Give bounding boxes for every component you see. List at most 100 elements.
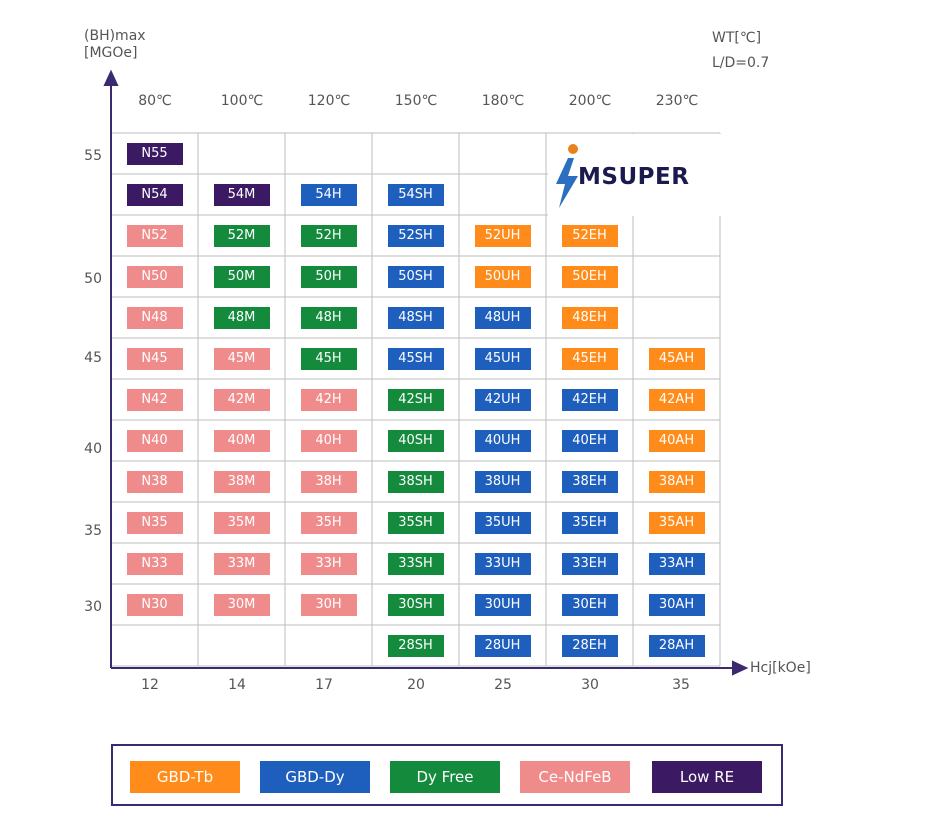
x-axis-label: Hcj[kOe] bbox=[750, 660, 811, 676]
grade-cell-42uh: 42UH bbox=[474, 388, 531, 411]
grade-cell-n48: N48 bbox=[126, 306, 183, 329]
grade-cell-33eh: 33EH bbox=[561, 552, 618, 575]
grade-cell-54m: 54M bbox=[213, 183, 270, 206]
grade-cell-42ah: 42AH bbox=[648, 388, 705, 411]
grade-cell-45eh: 45EH bbox=[561, 347, 618, 370]
logo: MSUPER bbox=[548, 134, 722, 216]
grade-cell-n42: N42 bbox=[126, 388, 183, 411]
grade-cell-30sh: 30SH bbox=[387, 593, 444, 616]
grade-cell-33sh: 33SH bbox=[387, 552, 444, 575]
legend-item-ce-ndfeb: Ce-NdFeB bbox=[520, 761, 630, 793]
grade-cell-28sh: 28SH bbox=[387, 634, 444, 657]
grade-cell-54sh: 54SH bbox=[387, 183, 444, 206]
grade-cell-35uh: 35UH bbox=[474, 511, 531, 534]
grade-cell-35eh: 35EH bbox=[561, 511, 618, 534]
legend: GBD-Tb GBD-Dy Dy Free Ce-NdFeB Low RE bbox=[111, 744, 783, 806]
grade-cell-52sh: 52SH bbox=[387, 224, 444, 247]
grade-cell-48uh: 48UH bbox=[474, 306, 531, 329]
grade-cell-45ah: 45AH bbox=[648, 347, 705, 370]
temp-header: 200℃ bbox=[568, 93, 612, 109]
y-axis-label-line1: (BH)max bbox=[84, 28, 146, 44]
grade-cell-n45: N45 bbox=[126, 347, 183, 370]
grade-cell-42sh: 42SH bbox=[387, 388, 444, 411]
x-tick: 20 bbox=[407, 677, 425, 693]
legend-item-dy-free: Dy Free bbox=[390, 761, 500, 793]
y-axis-label: (BH)max [MGOe] bbox=[84, 28, 146, 62]
legend-item-gbd-tb: GBD-Tb bbox=[130, 761, 240, 793]
lightning-logo-icon bbox=[556, 144, 578, 208]
x-tick: 30 bbox=[581, 677, 599, 693]
y-axis-arrow-icon bbox=[103, 69, 119, 86]
grade-cell-38eh: 38EH bbox=[561, 470, 618, 493]
y-tick: 45 bbox=[84, 350, 102, 366]
grade-cell-48h: 48H bbox=[300, 306, 357, 329]
grade-cell-28uh: 28UH bbox=[474, 634, 531, 657]
grade-cell-45uh: 45UH bbox=[474, 347, 531, 370]
grade-cell-54h: 54H bbox=[300, 183, 357, 206]
grade-cell-33h: 33H bbox=[300, 552, 357, 575]
grade-cell-30h: 30H bbox=[300, 593, 357, 616]
grade-cell-n50: N50 bbox=[126, 265, 183, 288]
x-tick: 12 bbox=[141, 677, 159, 693]
grade-cell-38m: 38M bbox=[213, 470, 270, 493]
grade-cell-28eh: 28EH bbox=[561, 634, 618, 657]
grade-cell-38h: 38H bbox=[300, 470, 357, 493]
grade-cell-38sh: 38SH bbox=[387, 470, 444, 493]
grade-cell-35h: 35H bbox=[300, 511, 357, 534]
grade-cell-52eh: 52EH bbox=[561, 224, 618, 247]
grade-cell-40m: 40M bbox=[213, 429, 270, 452]
y-tick: 50 bbox=[84, 271, 102, 287]
grade-cell-52h: 52H bbox=[300, 224, 357, 247]
note-ld: L/D=0.7 bbox=[712, 55, 770, 71]
grade-cell-45h: 45H bbox=[300, 347, 357, 370]
grade-cell-33uh: 33UH bbox=[474, 552, 531, 575]
grade-cell-n38: N38 bbox=[126, 470, 183, 493]
grade-cell-n55: N55 bbox=[126, 142, 183, 165]
temp-header: 100℃ bbox=[220, 93, 264, 109]
grade-cell-50m: 50M bbox=[213, 265, 270, 288]
grade-cell-n33: N33 bbox=[126, 552, 183, 575]
grade-cell-48eh: 48EH bbox=[561, 306, 618, 329]
grade-cell-28ah: 28AH bbox=[648, 634, 705, 657]
y-tick: 55 bbox=[84, 148, 102, 164]
grade-cell-40ah: 40AH bbox=[648, 429, 705, 452]
grade-cell-45sh: 45SH bbox=[387, 347, 444, 370]
grade-cell-42m: 42M bbox=[213, 388, 270, 411]
grade-cell-35sh: 35SH bbox=[387, 511, 444, 534]
grade-cell-40sh: 40SH bbox=[387, 429, 444, 452]
temp-header: 120℃ bbox=[307, 93, 351, 109]
grade-cell-n30: N30 bbox=[126, 593, 183, 616]
grade-cell-48m: 48M bbox=[213, 306, 270, 329]
grade-cell-45m: 45M bbox=[213, 347, 270, 370]
grade-cell-n40: N40 bbox=[126, 429, 183, 452]
x-tick: 35 bbox=[672, 677, 690, 693]
legend-item-gbd-dy: GBD-Dy bbox=[260, 761, 370, 793]
grade-cell-30eh: 30EH bbox=[561, 593, 618, 616]
grade-cell-n54: N54 bbox=[126, 183, 183, 206]
grade-cell-30uh: 30UH bbox=[474, 593, 531, 616]
y-tick: 30 bbox=[84, 599, 102, 615]
x-axis-arrow-icon bbox=[732, 660, 749, 676]
grade-cell-50h: 50H bbox=[300, 265, 357, 288]
note-wt: WT[℃] bbox=[712, 30, 762, 46]
temp-header: 230℃ bbox=[655, 93, 699, 109]
grade-cell-30m: 30M bbox=[213, 593, 270, 616]
grade-cell-42eh: 42EH bbox=[561, 388, 618, 411]
y-tick: 35 bbox=[84, 523, 102, 539]
temp-header: 80℃ bbox=[138, 93, 172, 109]
grade-cell-38ah: 38AH bbox=[648, 470, 705, 493]
grade-cell-n52: N52 bbox=[126, 224, 183, 247]
temp-header: 150℃ bbox=[394, 93, 438, 109]
logo-text: MSUPER bbox=[578, 164, 690, 190]
grade-cell-35ah: 35AH bbox=[648, 511, 705, 534]
y-tick: 40 bbox=[84, 441, 102, 457]
grade-cell-42h: 42H bbox=[300, 388, 357, 411]
grade-cell-40h: 40H bbox=[300, 429, 357, 452]
x-tick: 17 bbox=[315, 677, 333, 693]
y-axis-label-line2: [MGOe] bbox=[84, 45, 138, 61]
grade-cell-48sh: 48SH bbox=[387, 306, 444, 329]
grade-cell-40uh: 40UH bbox=[474, 429, 531, 452]
grade-cell-52uh: 52UH bbox=[474, 224, 531, 247]
grade-cell-52m: 52M bbox=[213, 224, 270, 247]
